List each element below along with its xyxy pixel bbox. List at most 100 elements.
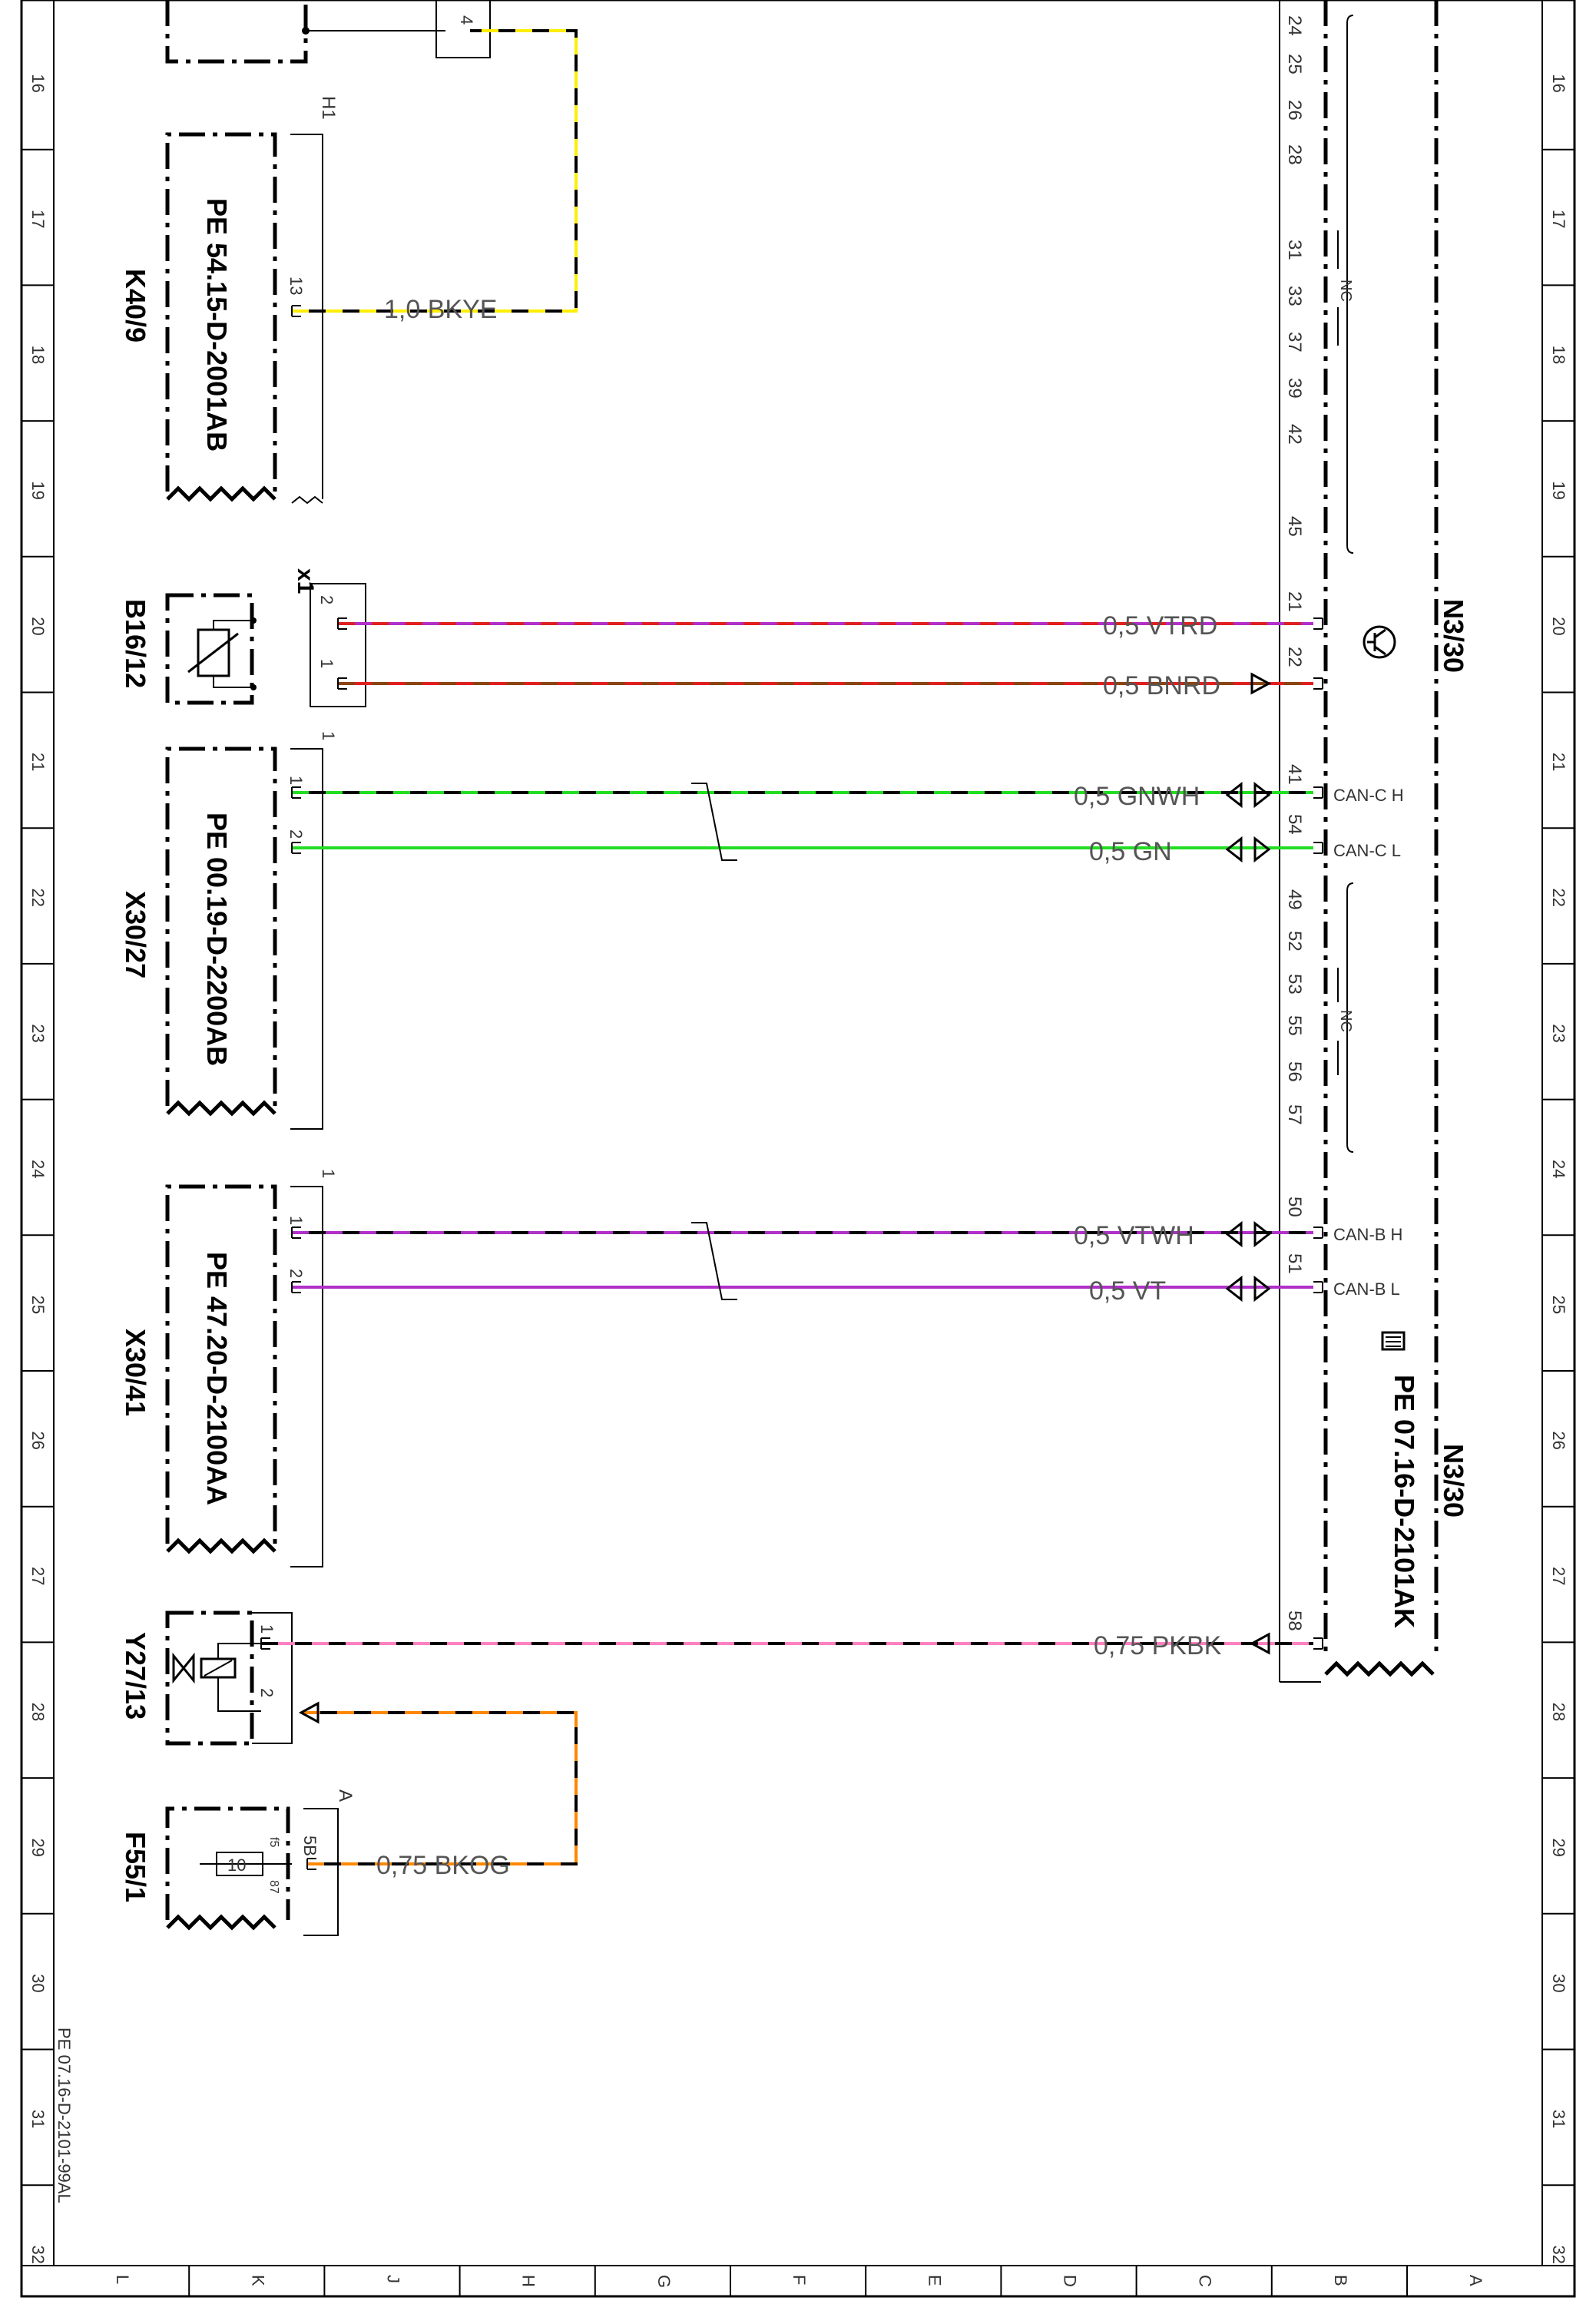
f55-1-fuse: A 5B F55/1 10 f5 87 <box>120 1789 356 1936</box>
pin-terminal <box>1313 1281 1323 1293</box>
n3-30-label-bottom: N3/30 <box>1438 1444 1469 1518</box>
row-label: 28 <box>1549 1703 1568 1721</box>
k40-ref: PE 54.15-D-2001AB <box>201 198 233 452</box>
arrow-left-icon <box>1249 1632 1270 1655</box>
row-label: 16 <box>28 74 48 92</box>
row-label: 16 <box>1549 74 1568 92</box>
bidir-arrow-icon <box>1225 1220 1271 1248</box>
pin-terminal <box>1313 786 1323 799</box>
nc-pin: 57 <box>1284 1104 1305 1125</box>
row-label: 18 <box>28 346 48 364</box>
column-label: A <box>1466 2275 1485 2286</box>
k40-label: K40/9 <box>120 269 151 343</box>
pin-terminal <box>291 305 301 317</box>
nc-pin: 39 <box>1284 378 1305 399</box>
wire-bkye-stripe <box>292 29 578 313</box>
column-label: L <box>113 2275 132 2284</box>
row-label: 27 <box>28 1567 48 1585</box>
f55-label: F55/1 <box>120 1832 151 1902</box>
row-label: 29 <box>28 1838 48 1856</box>
column-label: H <box>519 2275 538 2287</box>
x30-41-pin-1: 1 <box>286 1216 306 1225</box>
nc-top-label: NC <box>1337 280 1354 302</box>
column-label: E <box>925 2275 944 2286</box>
row-label: 25 <box>1549 1296 1568 1314</box>
nc-pin: 52 <box>1284 931 1305 952</box>
bidir-arrow-icon <box>1225 781 1271 809</box>
y27-pin-2: 2 <box>257 1688 276 1697</box>
k40-pin: 13 <box>286 276 306 295</box>
x30-27-connector: 1 1 2 X30/27 PE 00.19-D-2200AB <box>120 731 338 1130</box>
sheet-reference: PE 07.16-D-2101-99AL <box>55 2028 74 2203</box>
nc-pin: 42 <box>1284 424 1305 445</box>
x30-27-connector-no: 1 <box>319 731 338 740</box>
connection-arrows <box>298 672 1272 1724</box>
pe-hand-icon <box>1381 1331 1406 1351</box>
row-label: 19 <box>28 481 48 499</box>
b16-pin-1: 1 <box>317 659 336 668</box>
y27-13-valve: 1 2 Y27/13 <box>120 1610 293 1746</box>
row-label: 20 <box>28 617 48 635</box>
b16-connector: x1 <box>293 568 318 594</box>
twisted-pair-marker-can-c <box>691 783 737 861</box>
row-label: 22 <box>1549 889 1568 907</box>
row-label: 30 <box>1549 1974 1568 1992</box>
pin-terminal <box>1313 842 1323 854</box>
n3-30-pin: 54 <box>1284 814 1305 835</box>
fuse-icon: 10 f5 87 <box>200 1837 292 1894</box>
row-label: 21 <box>1549 753 1568 771</box>
x30-41-ref: PE 47.20-D-2100AA <box>201 1252 233 1505</box>
nc-pin: 53 <box>1284 974 1305 995</box>
pin-terminal <box>1313 617 1323 630</box>
wire-label-bkog: 0,75 BKOG <box>376 1851 510 1880</box>
fuse-label-f5: f5 <box>267 1837 280 1847</box>
x30-27-label: X30/27 <box>120 891 151 978</box>
n3-30-pin: 41 <box>1284 764 1305 785</box>
row-label: 27 <box>1549 1567 1568 1585</box>
pin-terminal <box>1313 1226 1323 1239</box>
wire-label-bnrd: 0,5 BNRD <box>1103 671 1220 700</box>
n3-30-ref: PE 07.16-D-2101AK <box>1389 1375 1420 1628</box>
nc-pin: 55 <box>1284 1015 1305 1036</box>
column-label: D <box>1061 2275 1080 2287</box>
pin-terminal <box>337 677 347 690</box>
x30-41-connector-no: 1 <box>319 1169 338 1178</box>
x30-41-connector: 1 1 2 X30/41 PE 47.20-D-2100AA <box>120 1169 338 1567</box>
row-label: 26 <box>1549 1431 1568 1449</box>
column-label: J <box>384 2275 403 2283</box>
x30-27-ref: PE 00.19-D-2200AB <box>201 813 233 1066</box>
twisted-pair-marker-can-b <box>691 1222 737 1300</box>
wire-label-vtrd: 0,5 VTRD <box>1103 611 1217 641</box>
row-label: 25 <box>28 1296 48 1314</box>
wire-labels: 1,0 BKYE 0,5 VTRD 0,5 BNRD 0,5 GNWH 0,5 … <box>376 295 1222 1880</box>
row-label: 30 <box>28 1974 48 1992</box>
column-label: G <box>654 2275 674 2288</box>
pin-terminal <box>337 617 347 630</box>
wire-bkye <box>292 29 578 313</box>
column-label: F <box>790 2275 809 2285</box>
column-label: C <box>1196 2275 1215 2287</box>
nc-pin: 33 <box>1284 286 1305 306</box>
y27-pin-1: 1 <box>257 1624 276 1634</box>
row-label: 18 <box>1549 346 1568 364</box>
nc-pin: 26 <box>1284 100 1305 121</box>
row-label: 31 <box>28 2110 48 2128</box>
wires <box>260 29 1323 1870</box>
x30-27-pin-2: 2 <box>286 829 306 839</box>
b16-pin-2: 2 <box>317 595 336 604</box>
row-label: 23 <box>28 1024 48 1042</box>
wire-label-bkye: 1,0 BKYE <box>384 295 497 324</box>
row-label: 20 <box>1549 617 1568 635</box>
nc-pin: 37 <box>1284 332 1305 353</box>
column-label: B <box>1331 2275 1350 2286</box>
fuse-rating: 10 <box>227 1855 246 1875</box>
wire-label-gn: 0,5 GN <box>1089 837 1172 866</box>
n3-30-pin: 51 <box>1284 1253 1305 1274</box>
row-label: 23 <box>1549 1024 1568 1042</box>
nc-pin: 28 <box>1284 144 1305 165</box>
